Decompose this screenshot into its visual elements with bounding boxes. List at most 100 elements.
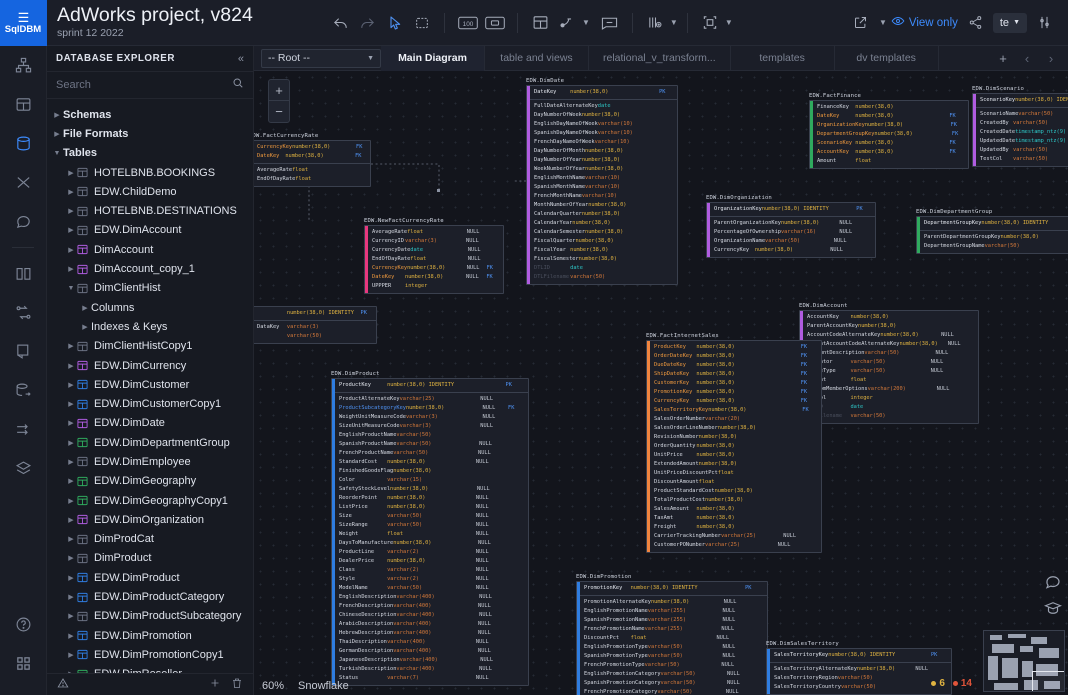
display-options-icon[interactable] xyxy=(642,9,669,36)
tree-item[interactable]: ▶DimProdCat xyxy=(47,530,253,549)
entity-column[interactable]: ValueTypevarchar(50)NULL xyxy=(803,367,978,376)
add-table-icon[interactable] xyxy=(527,9,554,36)
tree-item[interactable]: ▶EDW.DimGeographyCopy1 xyxy=(47,491,253,510)
layout-icon[interactable] xyxy=(697,9,724,36)
chevron-right-icon[interactable]: ▶ xyxy=(54,111,60,119)
relationship-dropdown-caret[interactable]: ▼ xyxy=(582,18,590,27)
chevron-right-icon[interactable]: ▶ xyxy=(68,594,74,602)
chevron-right-icon[interactable]: ▶ xyxy=(68,574,74,582)
delete-button[interactable] xyxy=(231,676,243,694)
pointer-tool-icon[interactable] xyxy=(381,9,408,36)
zoom-in-button[interactable]: + xyxy=(269,80,289,101)
zoom-out-button[interactable]: − xyxy=(275,104,283,119)
view-only-toggle[interactable]: View only xyxy=(891,14,958,31)
next-tab-button[interactable]: › xyxy=(1048,50,1054,66)
sidebar-item-docs[interactable] xyxy=(0,254,47,293)
chevron-right-icon[interactable]: ▶ xyxy=(68,516,74,524)
tree-item[interactable]: ▶Columns xyxy=(47,298,253,317)
tree-item[interactable]: ▶EDW.DimGeography xyxy=(47,472,253,491)
tree-item[interactable]: ▶EDW.DimProduct xyxy=(47,568,253,587)
comment-bubble-icon[interactable] xyxy=(1044,573,1062,591)
tree-item[interactable]: ▶Indexes & Keys xyxy=(47,317,253,336)
explorer-search[interactable] xyxy=(47,72,253,99)
tree-item[interactable]: ▶EDW.DimProductSubcategory xyxy=(47,607,253,626)
minimap[interactable] xyxy=(983,630,1065,692)
sidebar-item-layers[interactable] xyxy=(0,449,47,488)
sidebar-item-comments[interactable] xyxy=(0,202,47,241)
root-select[interactable]: -- Root -- ▼ xyxy=(261,48,381,68)
entity-column[interactable]: NewColinteger xyxy=(803,394,978,403)
prev-tab-button[interactable]: ‹ xyxy=(1024,50,1030,66)
redo-icon[interactable] xyxy=(354,9,381,36)
tab-templates[interactable]: templates xyxy=(731,45,835,71)
tree-item[interactable]: ▶EDW.DimDate xyxy=(47,414,253,433)
sliders-icon[interactable] xyxy=(1031,9,1058,36)
chevron-right-icon[interactable]: ▶ xyxy=(68,555,74,563)
sidebar-item-help[interactable] xyxy=(0,605,47,644)
chevron-right-icon[interactable]: ▶ xyxy=(68,420,74,428)
chevron-right-icon[interactable]: ▶ xyxy=(68,439,74,447)
tree-item[interactable]: ▶EDW.DimEmployee xyxy=(47,452,253,471)
add-tab-button[interactable]: + xyxy=(999,50,1007,66)
tab-relational-v-transform[interactable]: relational_v_transform... xyxy=(589,45,731,71)
graduation-cap-icon[interactable] xyxy=(1043,599,1063,617)
chevron-right-icon[interactable]: ▶ xyxy=(68,458,74,466)
